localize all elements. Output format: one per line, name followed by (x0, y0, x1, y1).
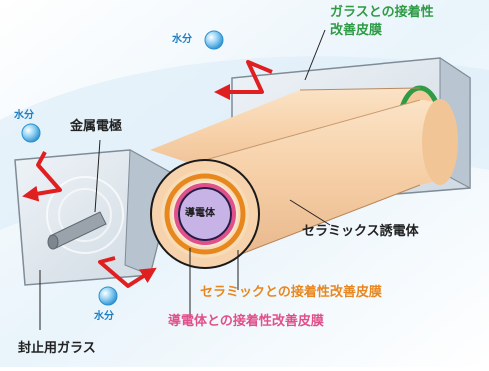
label-ceramic-adhesion-film: セラミックとの接着性改善皮膜 (200, 285, 382, 300)
leader-lines (39, 29, 331, 330)
label-conductor-adhesion-film: 導電体との接着性改善皮膜 (168, 314, 324, 329)
label-metal-electrode: 金属電極 (70, 119, 123, 134)
label-glass-adhesion-film-line1: ガラスとの接着性 (330, 5, 434, 20)
label-sealing-glass: 封止用ガラス (18, 341, 96, 356)
moisture-arrows (22, 60, 273, 288)
label-conductor: 導電体 (185, 208, 215, 219)
label-moisture-top: 水分 (172, 34, 192, 45)
label-glass-adhesion-film-line2: 改善皮膜 (330, 23, 383, 38)
water-drop-icon (21, 123, 41, 143)
label-moisture-left: 水分 (14, 110, 34, 121)
label-moisture-bottom: 水分 (94, 311, 114, 322)
label-ceramic-dielectric: セラミックス誘電体 (302, 224, 419, 239)
water-drop-icon (98, 286, 118, 306)
front-tube (204, 99, 458, 269)
metal-electrode-rod (47, 211, 107, 250)
cross-section (150, 159, 260, 269)
water-drop-icon (204, 30, 224, 50)
